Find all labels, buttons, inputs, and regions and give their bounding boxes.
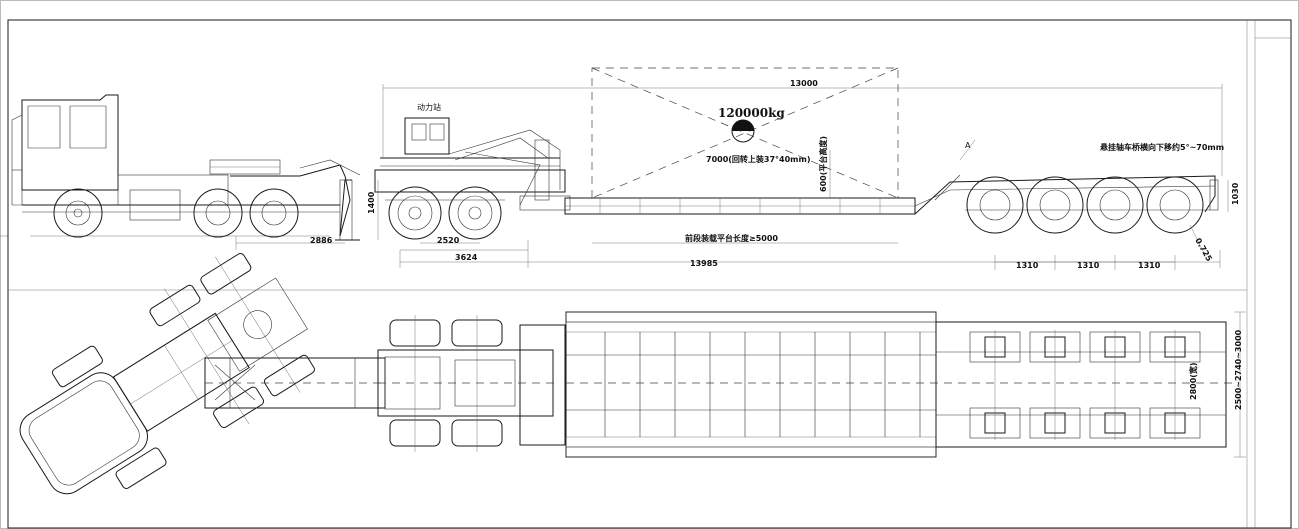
gooseneck: [209, 159, 361, 241]
kingpin-dimension: 2886: [310, 236, 333, 245]
side-view: 动力站 120000kg 7000(回转上装37°40mm) 600(平台高度)…: [11, 67, 1240, 270]
width-dimension: 2500~2740~3000: [1234, 329, 1243, 410]
power-station: [374, 117, 571, 240]
left-height-dimension: 1400: [367, 191, 376, 214]
right-height-dimension: 1030: [1231, 182, 1240, 205]
tractor-side: [11, 94, 340, 238]
weight-label: 120000kg: [718, 106, 785, 120]
overall-length-left: 13985: [690, 259, 718, 268]
rear-bogie: [965, 176, 1219, 234]
dimension-lines: [235, 84, 1229, 270]
tractor-plan: [19, 253, 315, 495]
angle-note: 0.725: [1193, 237, 1214, 264]
platform-length: 前段装载平台长度≥5000: [685, 233, 778, 243]
rear-note: 悬挂轴车桥横向下移约5°~70mm: [1099, 142, 1224, 152]
overall-length-right: 13000: [790, 79, 818, 88]
axle-gap-2: 1310: [1077, 261, 1100, 270]
front-module-plan: [377, 315, 566, 452]
rear-frame-width: 2800(宽): [1188, 362, 1198, 400]
front-span-dimension: 3624: [455, 253, 478, 262]
load-envelope: [591, 67, 899, 199]
axle-gap-1: 1310: [1016, 261, 1039, 270]
wheelbase-dimension: 2520: [437, 236, 460, 245]
power-station-label: 动力站: [417, 102, 441, 112]
lowbed-deck: [564, 150, 1216, 215]
mark-a: A: [965, 141, 971, 150]
neck-plan: [204, 357, 386, 409]
deck-note: 7000(回转上装37°40mm): [706, 154, 811, 164]
deck-plan: [565, 311, 1236, 458]
height-note: 600(平台高度): [818, 136, 828, 192]
rear-bogie-plan: [935, 311, 1246, 458]
plan-view: 2500~2740~3000 2800(宽): [19, 253, 1246, 495]
axle-gap-3: 1310: [1138, 261, 1161, 270]
